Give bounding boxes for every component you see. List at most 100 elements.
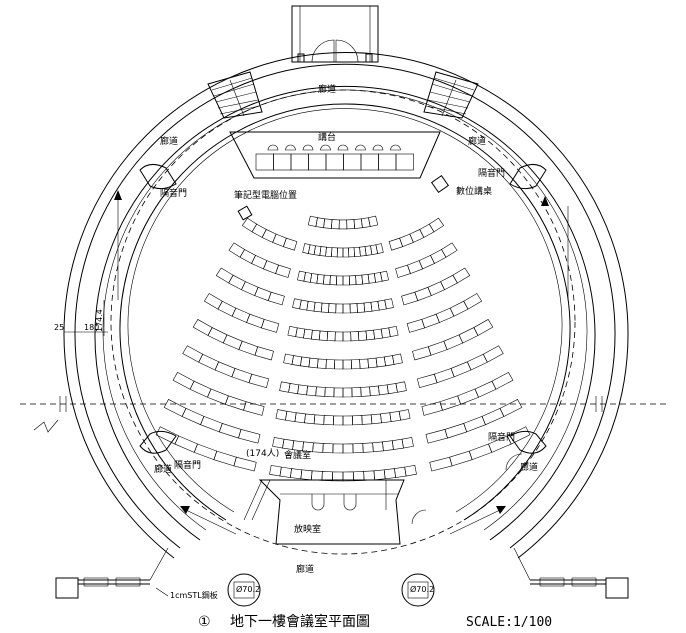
stair-tread [429,91,471,103]
projector-left-icon [311,494,325,511]
seat [282,438,295,450]
label-pipe-note: 1cmSTL鋼板 [170,590,218,600]
column-tag-box [407,581,429,599]
utility-box-right [605,577,629,599]
stairs-left [207,71,263,119]
seat [174,435,198,453]
label-conference-room: 會議室 [284,449,311,461]
seat [473,319,494,336]
seat [308,357,319,369]
seat [407,260,424,274]
seat [239,249,256,264]
seat [260,318,280,333]
seat [198,353,220,371]
seat [203,293,223,310]
wall-arc-1 [94,85,596,541]
seat [375,356,386,368]
stair-outline-left [207,71,263,119]
stair-tread [211,77,253,91]
dimension-lines [64,300,108,336]
seat [342,415,353,426]
stage [229,131,450,221]
entrance-column-right [365,53,373,63]
seat [416,373,438,388]
dim-label-1744: 174.4 [95,309,104,332]
label-stage: 講台 [318,131,336,143]
stage-chair [390,144,401,151]
seat [328,303,337,314]
seat [311,329,321,341]
arrow-up-icon [541,196,549,206]
stage-chair [302,144,314,151]
seat [384,298,394,310]
seat [215,267,234,284]
stair-tread [427,99,469,109]
label-corridor-left-lower: 廊道 [154,463,172,475]
seat [401,437,414,449]
seat [367,357,378,369]
seat [336,275,344,286]
seat [348,247,355,258]
seat [356,302,366,313]
pipe-segment [539,577,565,587]
seat [370,413,382,425]
label-sound-door-left-upper: 隔音門 [160,187,187,199]
vestibules [139,164,547,471]
vestibule-right-upper [509,164,547,190]
title-number: ① [198,614,211,630]
seat [335,303,344,314]
seat [251,255,268,270]
stair-outline-right [423,71,479,119]
dashed-ring [110,89,576,555]
seat [332,443,344,454]
projection-room [243,479,427,545]
seat [321,471,333,482]
vestibule-right-lower [509,430,547,454]
outer-walls [63,52,629,559]
seat [331,247,338,258]
label-seat-count: (174人) [246,448,279,459]
seat [499,399,523,417]
stage-desk [378,153,397,171]
stair-tread [425,105,467,115]
seat [353,471,365,482]
seat [329,275,338,286]
seat [306,385,317,397]
stage-desk [255,153,274,171]
note-leader [155,587,169,597]
seat [326,331,336,342]
label-projection-room: 放映室 [294,523,321,535]
audience-seating [155,215,531,482]
seat [228,242,245,258]
seat [318,330,329,341]
label-laptop-position: 筆記型電腦位置 [234,189,297,201]
arrow-icon [496,506,506,514]
seat [304,413,316,425]
seat [491,372,514,390]
outer-arc-inner [74,63,616,549]
seat [427,281,445,297]
title-block: ① 地下一樓會議室平面圖 SCALE:1/100 [198,613,552,630]
seat [312,442,324,453]
seat [419,223,435,238]
seat [269,465,282,477]
label-corridor-bottom: 廊道 [296,563,314,575]
seat [383,468,396,480]
seat [433,368,455,384]
top-entrance [291,5,379,63]
seat [279,381,291,393]
ramp-arrows [114,190,569,535]
arrow-up-icon [114,190,122,200]
stage-platform [229,131,441,179]
seat [394,466,407,478]
seat [404,465,417,477]
seat [315,217,326,229]
vestibule-left-upper [139,164,177,190]
seat [333,387,344,398]
seat [213,450,237,467]
projector-right-icon [343,494,357,511]
seat [251,223,267,238]
seat [302,243,311,254]
seat [468,443,493,461]
stage-desk [395,153,414,171]
